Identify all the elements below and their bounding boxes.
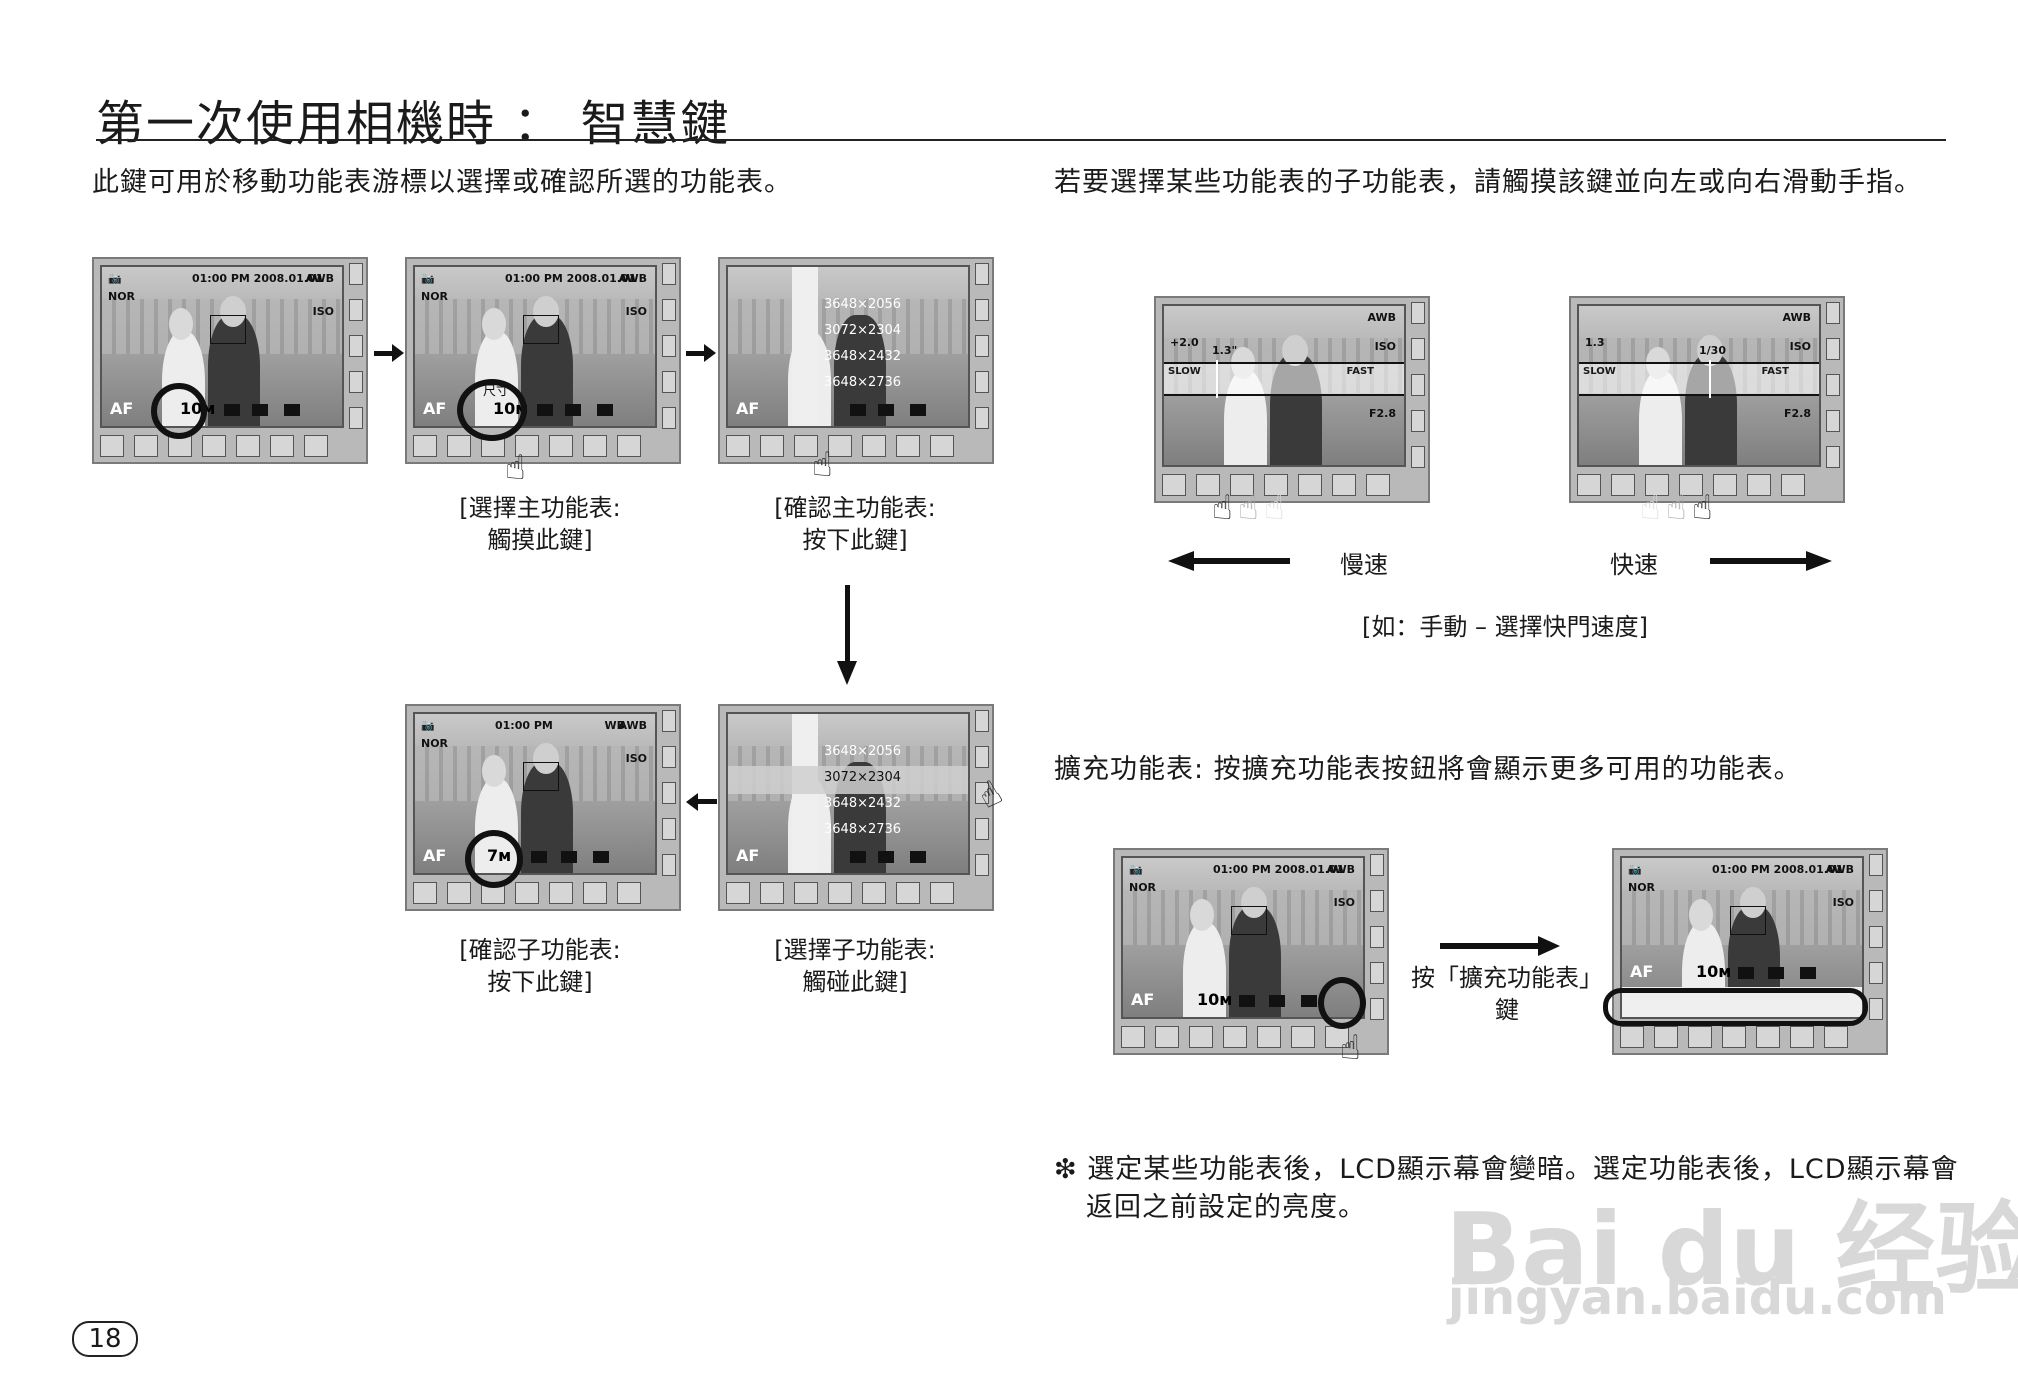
caption-select-sub: [選擇子功能表: 觸碰此鍵] [774, 936, 936, 996]
highlight-circle [457, 379, 527, 441]
touch-hand-icon: ☝ [505, 448, 526, 488]
caption-confirm-sub: [確認子功能表: 按下此鍵] [459, 936, 621, 996]
caption-select-main: [選擇主功能表: 觸摸此鍵] [459, 494, 621, 554]
camera-screen-expand-before: 📷 01:00 PM 2008.01.01 AWB NOR ISO AF 10ᴍ [1113, 848, 1389, 1055]
camera-screen-4: 📷 01:00 PM WB AWB NOR ISO AF 7ᴍ [405, 704, 681, 911]
touch-hand-icon: ☝ [1340, 1028, 1361, 1068]
camera-screen-1: 📷 01:00 PM 2008.01.01 AWB NOR ISO AF 10ᴍ [92, 257, 368, 464]
mode-icon: 📷 [108, 272, 122, 285]
caption-confirm-main: [確認主功能表: 按下此鍵] [774, 494, 936, 554]
slow-label: 慢速 [1340, 551, 1388, 579]
camera-screen-5: 3648×2056 3072×2304 3648×2432 3648×2736 … [718, 704, 994, 911]
note-line-1: ❇ 選定某些功能表後，LCD顯示幕會變暗。選定功能表後，LCD顯示幕會 [1054, 1154, 1959, 1185]
left-intro: 此鍵可用於移動功能表游標以選擇或確認所選的功能表。 [92, 167, 792, 198]
example-caption: [如：手動 – 選擇快門速度] [1362, 613, 1648, 641]
camera-screen-fast: AWB 1.3 1/30 ISO SLOW FAST F2.8 [1569, 296, 1845, 503]
title-divider [96, 139, 1946, 141]
watermark-url: jingyan.baidu.com [1448, 1270, 1947, 1326]
expanded-menu-highlight [1603, 988, 1868, 1026]
note-line-2: 返回之前設定的亮度。 [1086, 1192, 1366, 1223]
expand-menu-text: 擴充功能表: 按擴充功能表按鈕將會顯示更多可用的功能表。 [1054, 754, 1802, 785]
swipe-hand-icon: ☝ [1640, 488, 1661, 528]
page-title: 第一次使用相機時 ： 智慧鍵 [96, 96, 731, 152]
press-hand-icon: ☝ [812, 445, 833, 485]
swipe-hand-icon: ☝ [1666, 488, 1687, 528]
page-number: 18 [72, 1321, 138, 1357]
baidu-watermark: Bai du 经验 [1445, 1191, 2018, 1308]
swipe-hand-icon: ☝ [1212, 488, 1233, 528]
camera-screen-slow: AWB +2.0 1.3" ISO SLOW FAST F2.8 [1154, 296, 1430, 503]
swipe-hand-icon: ☝ [1692, 488, 1713, 528]
expand-button-label: 按「擴充功能表」 鍵 [1411, 964, 1603, 1024]
swipe-hand-icon: ☝ [1238, 488, 1259, 528]
highlight-circle [465, 830, 523, 888]
right-intro: 若要選擇某些功能表的子功能表，請觸摸該鍵並向左或向右滑動手指。 [1054, 167, 1922, 198]
swipe-hand-icon: ☝ [1264, 488, 1285, 528]
camera-screen-2: 📷 01:00 PM 2008.01.01 AWB NOR ISO 尺寸 AF … [405, 257, 681, 464]
expand-button-highlight [1318, 977, 1366, 1029]
camera-screen-3: 3648×2056 3072×2304 3648×2432 3648×2736 … [718, 257, 994, 464]
highlight-circle [151, 383, 207, 439]
focus-frame [210, 314, 246, 344]
fast-label: 快速 [1610, 551, 1658, 579]
